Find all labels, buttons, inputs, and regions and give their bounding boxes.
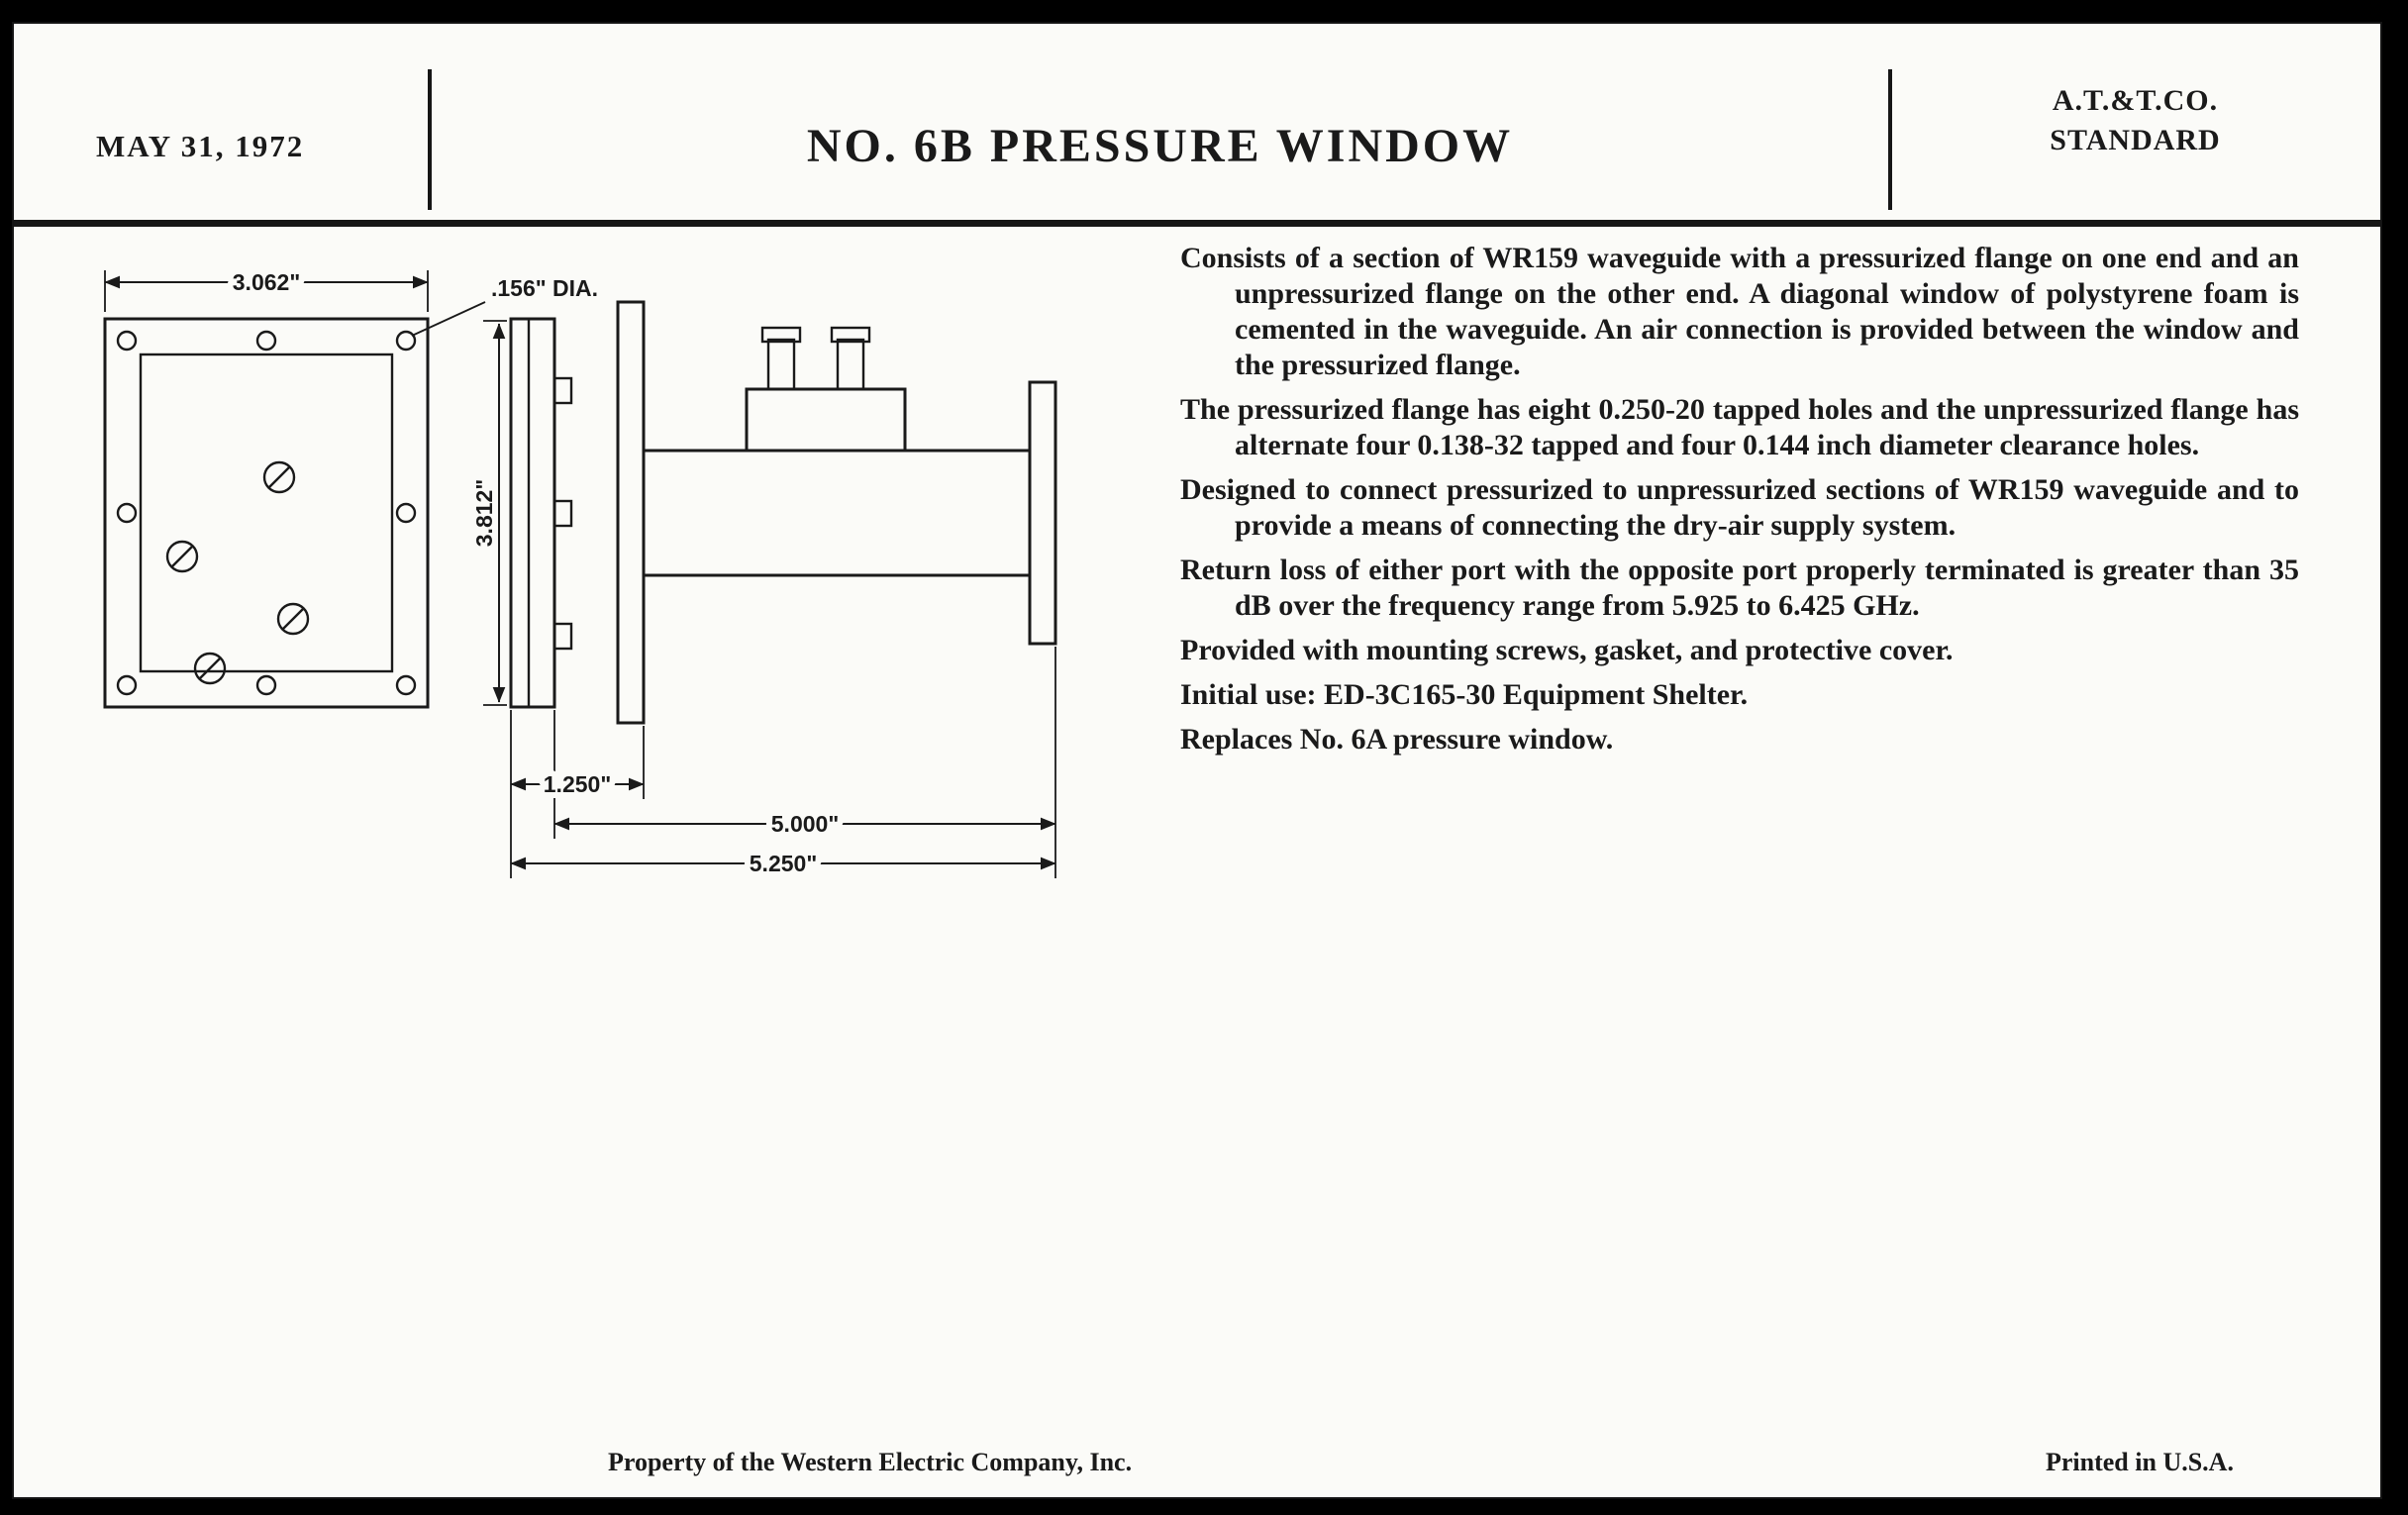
paragraph-return-loss: Return loss of either port with the oppo… xyxy=(1180,554,2299,622)
paragraph-tapped-holes: The pressurized flange has eight 0.250-2… xyxy=(1180,393,2299,461)
bolt-holes xyxy=(116,330,417,696)
air-connection xyxy=(745,326,907,453)
flange-bolts xyxy=(552,376,573,651)
page-title: NO. 6B PRESSURE WINDOW xyxy=(806,120,1514,172)
body-length-dimension: 5.000" xyxy=(771,811,839,837)
header-divider-left xyxy=(428,69,432,210)
standard-label: A.T.&T.CO. STANDARD xyxy=(1900,81,2370,160)
front-width-dimension: 3.062" xyxy=(233,269,300,295)
cover-plate xyxy=(616,300,646,725)
slotted-screws xyxy=(165,460,310,685)
footer-property-notice: Property of the Western Electric Company… xyxy=(608,1448,1133,1476)
side-view: 3.812" xyxy=(465,300,1057,882)
standard-word: STANDARD xyxy=(2050,124,2221,156)
unpressurized-flange xyxy=(1028,380,1057,646)
hole-diameter-label: .156" DIA. xyxy=(491,275,598,301)
technical-drawing: 3.062" xyxy=(63,245,1172,923)
header: MAY 31, 1972 NO. 6B PRESSURE WINDOW A.T.… xyxy=(14,24,2380,227)
pressure-window-drawing: 3.062" xyxy=(103,263,1057,882)
paragraph-provided: Provided with mounting screws, gasket, a… xyxy=(1180,634,1954,666)
footer-printed-in-usa: Printed in U.S.A. xyxy=(2046,1448,2234,1476)
paragraph-replaces: Replaces No. 6A pressure window. xyxy=(1180,723,1614,756)
document-page: MAY 31, 1972 NO. 6B PRESSURE WINDOW A.T.… xyxy=(12,22,2382,1499)
paragraph-designed: Designed to connect pressurized to unpre… xyxy=(1180,473,2299,542)
side-height-dimension: 3.812" xyxy=(471,479,497,547)
front-view: 3.062" xyxy=(103,263,604,709)
header-divider-right xyxy=(1888,69,1892,210)
overall-length-dimension: 5.250" xyxy=(750,851,817,876)
description-text: Consists of a section of WR159 waveguide… xyxy=(1180,241,2299,766)
content: 3.062" xyxy=(14,227,2380,1266)
paragraph-initial-use: Initial use: ED-3C165-30 Equipment Shelt… xyxy=(1180,678,1749,711)
paragraph-consists: Consists of a section of WR159 waveguide… xyxy=(1180,242,2299,381)
front-flange-inner xyxy=(139,353,394,673)
pressurized-flange xyxy=(509,317,556,709)
front-flange-outline xyxy=(103,317,430,709)
standard-company: A.T.&T.CO. xyxy=(2052,84,2219,117)
flange-length-dimension: 1.250" xyxy=(544,771,611,797)
document-date: MAY 31, 1972 xyxy=(96,129,305,163)
waveguide-body xyxy=(642,449,1032,577)
